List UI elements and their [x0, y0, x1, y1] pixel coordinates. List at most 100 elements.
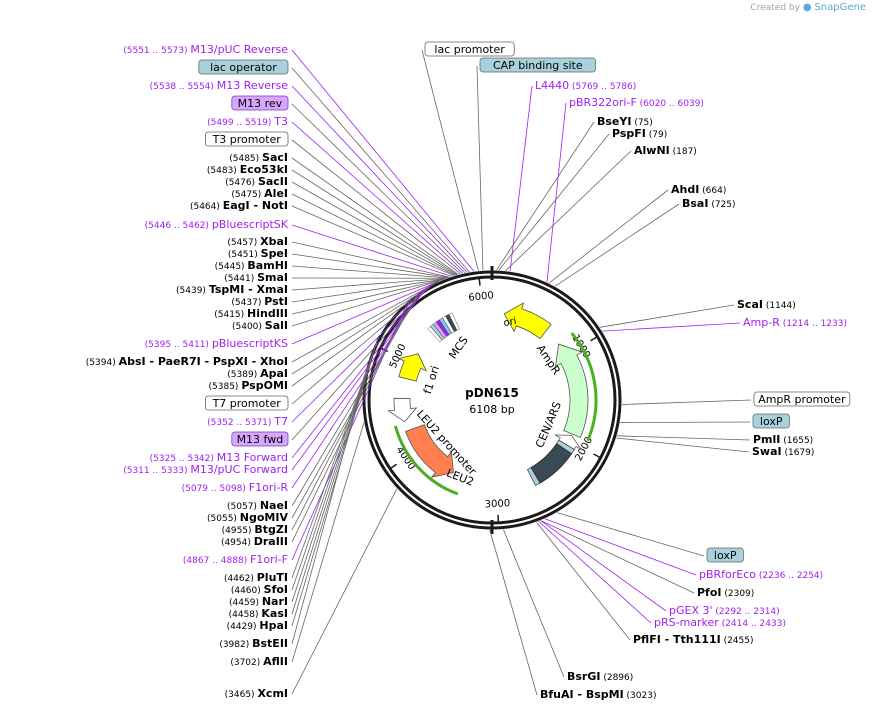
left-label-t7-text: T7 [273, 415, 288, 428]
left-label-pbluescriptsk-position: (5446 .. 5462) [145, 221, 212, 231]
left-label-ngomiv-text: NgoMIV [240, 511, 289, 524]
left-label-xbai-position: (5457) [227, 238, 260, 248]
left-label-absi-paer7i-pspxi-xhoi-position: (5394) [86, 358, 119, 368]
left-label-xbai-text: XbaI [260, 235, 288, 248]
right-label-bseyi-group: BseYI (75) [597, 115, 653, 128]
right-label-bfuai-bspmi-position: (3023) [624, 691, 657, 701]
left-label-btgzi-text: BtgZI [254, 523, 288, 536]
left-label-pbluescriptks-group: (5395 .. 5411) pBluescriptKS [145, 337, 288, 350]
right-label-bsai-position: (725) [708, 200, 735, 210]
left-label-apai-text: ApaI [260, 367, 288, 380]
left-label-bsteii-leader [291, 375, 365, 645]
left-label-ngomiv-group: (5055) NgoMIV [207, 511, 288, 524]
left-label-f1ori-r-group: (5079 .. 5098) F1ori-R [182, 481, 289, 494]
left-label-absi-paer7i-pspxi-xhoi-group: (5394) AbsI - PaeR7I - PspXI - XhoI [86, 355, 288, 368]
left-label-absi-paer7i-pspxi-xhoi: (5394) AbsI - PaeR7I - PspXI - XhoI [86, 355, 288, 368]
tick-label: 2000 [573, 435, 595, 463]
left-label-alei-leader [291, 193, 456, 276]
left-label-nari-leader [291, 336, 379, 603]
left-label-t7-promoter-leader [291, 283, 434, 405]
left-label-saci-group: (5485) SacI [229, 151, 288, 164]
left-label-draiii-position: (4954) [221, 538, 254, 548]
left-label-pspomi-text: PspOMI [241, 379, 288, 392]
right-label-scai-position: (1144) [763, 301, 796, 311]
left-label-bamhi-leader [291, 265, 448, 279]
left-label-m13-puc-reverse-text: M13/pUC Reverse [190, 43, 288, 56]
left-label-draiii: (4954) DraIII [221, 535, 288, 548]
left-label-lac-operator-leader [291, 67, 470, 273]
tick-mark [478, 277, 481, 286]
left-label-xbai-group: (5457) XbaI [227, 235, 288, 248]
left-label-kasi-text: KasI [261, 607, 288, 620]
primer-ampr-green [570, 332, 598, 442]
right-label-swai-position: (1679) [782, 448, 815, 458]
left-label-absi-paer7i-pspxi-xhoi-text: AbsI - PaeR7I - PspXI - XhoI [119, 355, 288, 368]
right-label-pflfi-tth111i-leader [536, 521, 631, 641]
right-label-ahdi-position: (664) [699, 186, 726, 196]
right-label-swai-leader [616, 437, 750, 453]
right-label-bsrgi-group: BsrGI (2896) [567, 670, 633, 683]
left-label-smai-text: SmaI [257, 271, 288, 284]
left-label-bsteii: (3982) BstEII [219, 637, 288, 650]
right-label-pgex-3--position: (2292 .. 2314) [713, 607, 780, 617]
left-label-xbai: (5457) XbaI [227, 235, 288, 248]
right-label-alwni-text: AlwNI [634, 144, 670, 157]
right-label-pgex-3--group: pGEX 3' (2292 .. 2314) [669, 604, 780, 617]
left-label-m13-puc-forward-group: (5311 .. 5333) M13/pUC Forward [123, 463, 288, 476]
left-label-pspomi-position: (5385) [209, 382, 242, 392]
right-label-swai: SwaI (1679) [752, 445, 814, 458]
feature-ori-arrow [503, 302, 552, 340]
left-label-t7: (5352 .. 5371) T7 [207, 415, 288, 428]
right-label-bsrgi: BsrGI (2896) [567, 670, 633, 683]
right-label-prs-marker-text: pRS-marker [654, 616, 719, 629]
left-label-m13-reverse-leader [291, 85, 468, 273]
right-label-pspfi-group: PspFI (79) [612, 127, 667, 140]
right-label-pfoi-text: PfoI [697, 586, 722, 599]
right-label-bseyi-position: (75) [631, 118, 652, 128]
feature-f1ori-arrow [397, 353, 428, 382]
left-label-bsteii-text: BstEII [252, 637, 288, 650]
left-label-t7-position: (5352 .. 5371) [207, 418, 274, 428]
left-label-pbluescriptsk: (5446 .. 5462) pBluescriptSK [145, 218, 289, 231]
right-label-l4440: L4440 (5769 .. 5786) [535, 79, 636, 92]
mcs-segment [445, 314, 458, 332]
left-label-m13-puc-forward-position: (5311 .. 5333) [123, 466, 190, 476]
left-label-xcmi-group: (3465) XcmI [225, 687, 288, 700]
left-label-apai: (5389) ApaI [227, 367, 288, 380]
right-label-bsai-group: BsaI (725) [682, 197, 736, 210]
right-label-scai-group: ScaI (1144) [737, 298, 796, 311]
tick-mark [593, 453, 601, 459]
left-label-bsteii-position: (3982) [219, 640, 252, 650]
right-label-pflfi-tth111i-text: PflFI - Tth111I [633, 633, 721, 646]
mcs-segment [448, 312, 460, 331]
right-label-loxp-leader [556, 512, 705, 557]
left-label-pspomi-leader [291, 282, 436, 387]
left-label-btgzi-position: (4955) [222, 526, 255, 536]
left-label-absi-paer7i-pspxi-xhoi-leader [291, 281, 438, 363]
left-label-spei-text: SpeI [261, 247, 288, 260]
left-label-m13-reverse-group: (5538 .. 5554) M13 Reverse [150, 79, 289, 92]
left-label-tspmi-xmai-text: TspMI - XmaI [209, 283, 288, 296]
left-label-sali-position: (5400) [232, 322, 265, 332]
left-label-kasi-leader [291, 337, 379, 615]
left-label-pbluescriptks-position: (5395 .. 5411) [145, 340, 212, 350]
left-label-m13-forward: (5325 .. 5342) M13 Forward [150, 451, 288, 464]
mcs-segment [427, 326, 443, 343]
right-label-bsrgi-leader [502, 529, 565, 678]
left-label-xcmi-text: XcmI [257, 687, 288, 700]
left-label-eco53ki-position: (5483) [207, 166, 240, 176]
right-label-prs-marker: pRS-marker (2414 .. 2433) [654, 616, 786, 629]
right-label-pmli-leader [616, 435, 751, 441]
right-label-pspfi-text: PspFI [612, 127, 646, 140]
right-label-bsai-leader [554, 203, 680, 287]
left-label-hindiii: (5415) HindIII [214, 307, 288, 320]
watermark-prefix: Created by [750, 3, 800, 13]
feature-loxp-1 [556, 439, 575, 455]
left-label-bamhi-position: (5445) [215, 262, 248, 272]
right-label-pbr322ori-f-group: pBR322ori-F (6020 .. 6039) [569, 96, 704, 109]
left-label-kasi-position: (4458) [229, 610, 262, 620]
feature-label-ori: ori [503, 316, 518, 329]
left-label-xcmi-position: (3465) [225, 690, 258, 700]
left-label-saci-leader [291, 157, 459, 275]
right-label-pbrforeco-text: pBRforEco [699, 568, 756, 581]
